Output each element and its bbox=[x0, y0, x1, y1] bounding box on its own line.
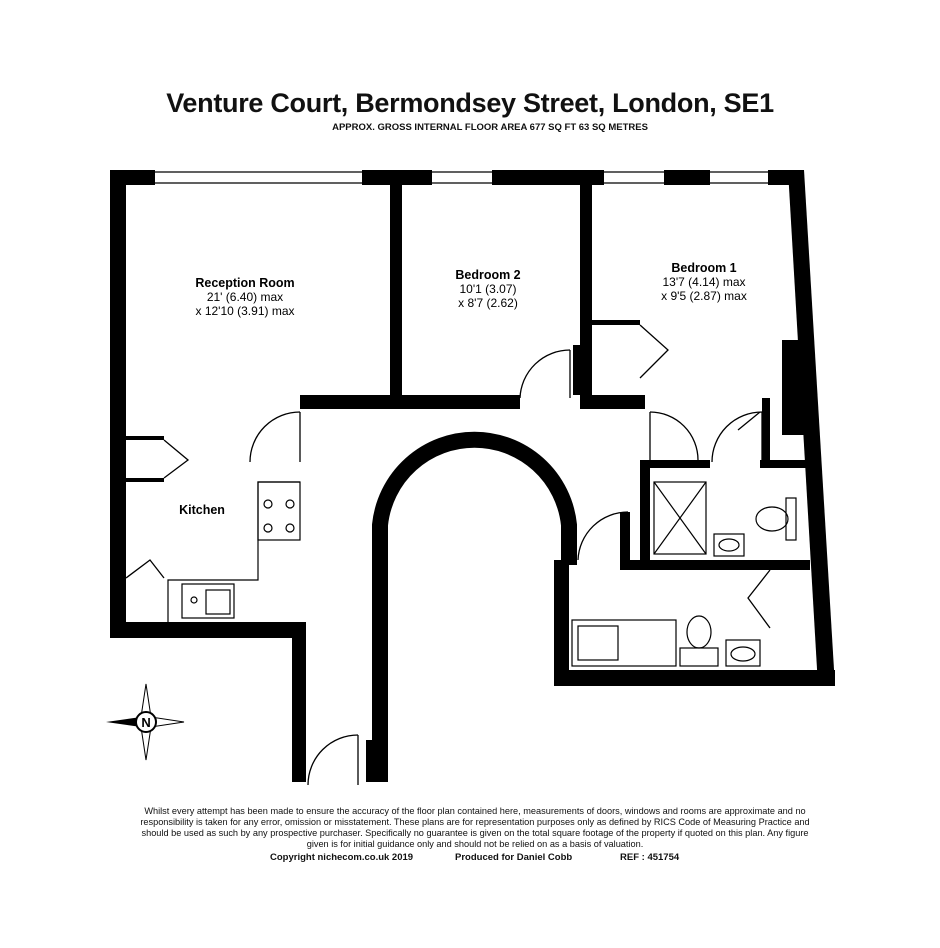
compass-letter: N bbox=[141, 715, 150, 730]
bedroom2-name: Bedroom 2 bbox=[455, 268, 520, 282]
disclaimer-text: Whilst every attempt has been made to en… bbox=[140, 806, 810, 849]
kitchen-name: Kitchen bbox=[179, 503, 225, 517]
bedroom1-dim2: x 9'5 (2.87) max bbox=[661, 289, 747, 303]
reception-name: Reception Room bbox=[195, 276, 294, 290]
bedroom2-dim1: 10'1 (3.07) bbox=[460, 282, 517, 296]
compass-icon: N bbox=[106, 683, 185, 761]
bathroom-fixtures bbox=[571, 481, 797, 667]
copyright-text: Copyright nichecom.co.uk 2019 bbox=[270, 852, 414, 863]
produced-for-text: Produced for Daniel Cobb bbox=[455, 852, 573, 863]
arch-wall bbox=[372, 431, 577, 782]
bedroom1-dim1: 13'7 (4.14) max bbox=[663, 275, 746, 289]
floor-area-subtitle: APPROX. GROSS INTERNAL FLOOR AREA 677 SQ… bbox=[332, 122, 648, 133]
reception-dim1: 21' (6.40) max bbox=[207, 290, 283, 304]
walls bbox=[110, 170, 835, 782]
bedroom1-name: Bedroom 1 bbox=[671, 261, 736, 275]
door-swings bbox=[125, 324, 771, 786]
reception-dim2: x 12'10 (3.91) max bbox=[195, 304, 294, 318]
kitchen-units bbox=[167, 481, 301, 622]
bedroom2-dim2: x 8'7 (2.62) bbox=[458, 296, 518, 310]
plan-title: Venture Court, Bermondsey Street, London… bbox=[166, 88, 774, 118]
reference-text: REF : 451754 bbox=[620, 852, 680, 863]
windows bbox=[155, 171, 768, 184]
